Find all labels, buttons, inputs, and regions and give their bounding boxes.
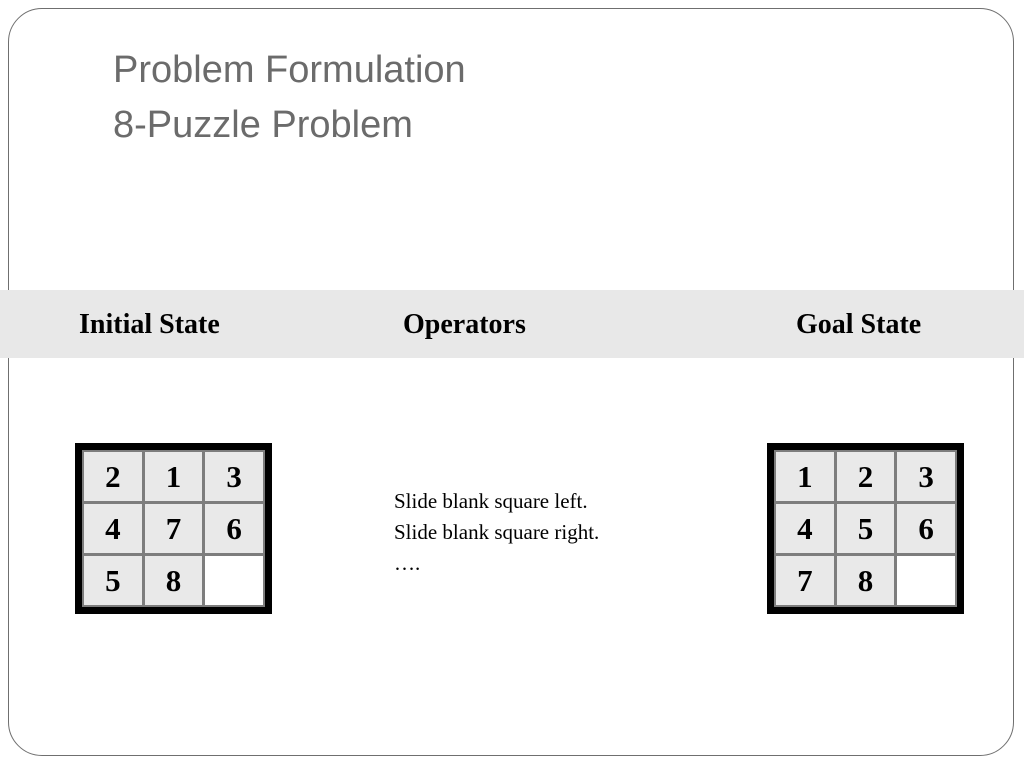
slide-frame bbox=[8, 8, 1014, 756]
operators-list: Slide blank square left. Slide blank squ… bbox=[394, 486, 599, 579]
goal-blank-tile bbox=[897, 556, 955, 605]
initial-tile: 6 bbox=[205, 504, 263, 553]
initial-tile: 8 bbox=[144, 556, 203, 605]
slide-title: Problem Formulation 8-Puzzle Problem bbox=[113, 43, 466, 153]
slide-title-line-2: 8-Puzzle Problem bbox=[113, 104, 413, 146]
initial-tile: 1 bbox=[144, 452, 203, 501]
initial-tile: 7 bbox=[144, 504, 203, 553]
goal-tile: 4 bbox=[776, 504, 834, 553]
initial-tile: 3 bbox=[205, 452, 263, 501]
initial-blank-tile bbox=[205, 556, 263, 605]
goal-tile: 5 bbox=[836, 504, 895, 553]
goal-tile: 2 bbox=[836, 452, 895, 501]
initial-state-heading: Initial State bbox=[79, 309, 220, 340]
goal-tile: 6 bbox=[897, 504, 955, 553]
initial-state-puzzle: 2 1 3 4 7 6 5 8 bbox=[75, 443, 272, 614]
goal-state-heading: Goal State bbox=[796, 309, 922, 340]
initial-tile: 2 bbox=[84, 452, 142, 501]
operator-item: Slide blank square right. bbox=[394, 520, 600, 544]
initial-tile: 4 bbox=[84, 504, 142, 553]
goal-tile: 1 bbox=[776, 452, 834, 501]
operator-ellipsis: …. bbox=[394, 551, 421, 575]
initial-tile: 5 bbox=[84, 556, 142, 605]
goal-tile: 7 bbox=[776, 556, 834, 605]
slide-title-line-1: Problem Formulation bbox=[113, 49, 466, 91]
operator-item: Slide blank square left. bbox=[394, 489, 588, 513]
header-band bbox=[0, 290, 1024, 358]
goal-tile: 3 bbox=[897, 452, 955, 501]
goal-state-puzzle: 1 2 3 4 5 6 7 8 bbox=[767, 443, 964, 614]
goal-tile: 8 bbox=[836, 556, 895, 605]
operators-heading: Operators bbox=[403, 309, 526, 340]
